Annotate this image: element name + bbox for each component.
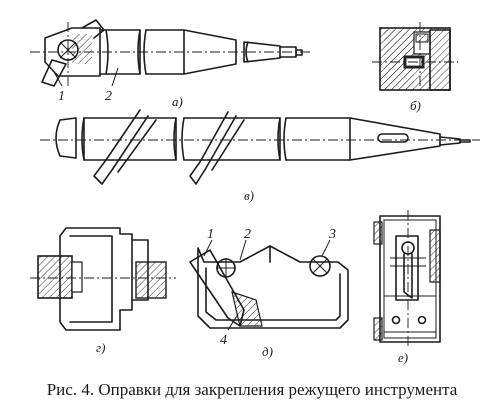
panel-a-boring-bar: 1 2 а) <box>30 19 312 109</box>
panel-label-b: б) <box>410 98 421 113</box>
panel-e-clamp: е) <box>373 210 441 365</box>
figure-caption: Рис. 4. Оправки для закрепления режущего… <box>46 380 458 399</box>
callout-d4: 4 <box>220 333 227 348</box>
panel-g-holder: г) <box>30 227 176 355</box>
panel-label-d: д) <box>262 344 273 359</box>
callout-a2: 2 <box>105 89 112 104</box>
callout-d3: 3 <box>328 227 336 242</box>
panel-v-long-bar: в) <box>40 109 480 203</box>
panel-d-v-block: 1 2 3 4 д) <box>189 227 349 359</box>
callout-d1: 1 <box>207 227 214 242</box>
callout-d2: 2 <box>244 227 251 242</box>
panel-label-v: в) <box>244 188 254 203</box>
panel-label-e: е) <box>398 350 408 365</box>
callout-a1: 1 <box>58 89 65 104</box>
panel-b-section: б) <box>372 22 458 113</box>
panel-label-g: г) <box>96 340 105 355</box>
panel-label-a: а) <box>172 94 183 109</box>
